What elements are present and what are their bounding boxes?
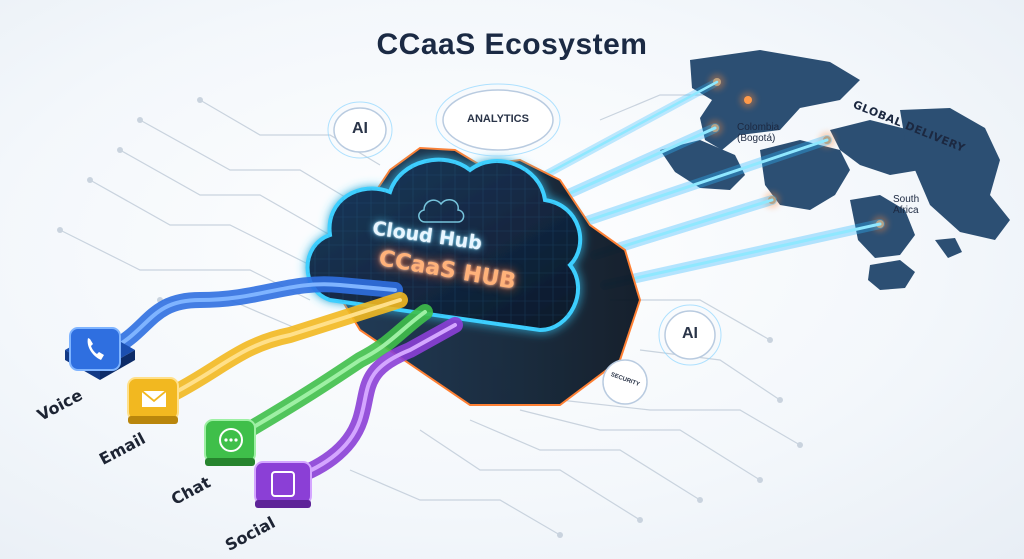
envelope-icon [141,390,167,407]
map-location-south-africa: South Africa [893,194,920,216]
phone-icon [87,338,104,360]
circuit-nodes [57,92,803,538]
page-title: CCaaS Ecosystem [376,28,648,61]
world-map [660,50,1010,290]
ai-badge-top [327,101,393,159]
security-badge [602,359,648,405]
mobile-device-icon [271,471,295,497]
channel-chat-tile[interactable] [204,419,256,466]
channel-email-tile[interactable] [127,377,179,424]
circuit-traces [59,94,801,536]
global-data-beams [541,78,885,290]
channel-social-tile[interactable] [254,461,312,508]
channel-ribbons [102,276,463,488]
ai-badge-right [658,304,722,366]
channel-voice-tile[interactable] [65,327,135,380]
analytics-badge [435,83,561,157]
chat-bubble-icon [219,428,243,452]
map-location-colombia: Colombia (Bogotá) [737,122,780,144]
